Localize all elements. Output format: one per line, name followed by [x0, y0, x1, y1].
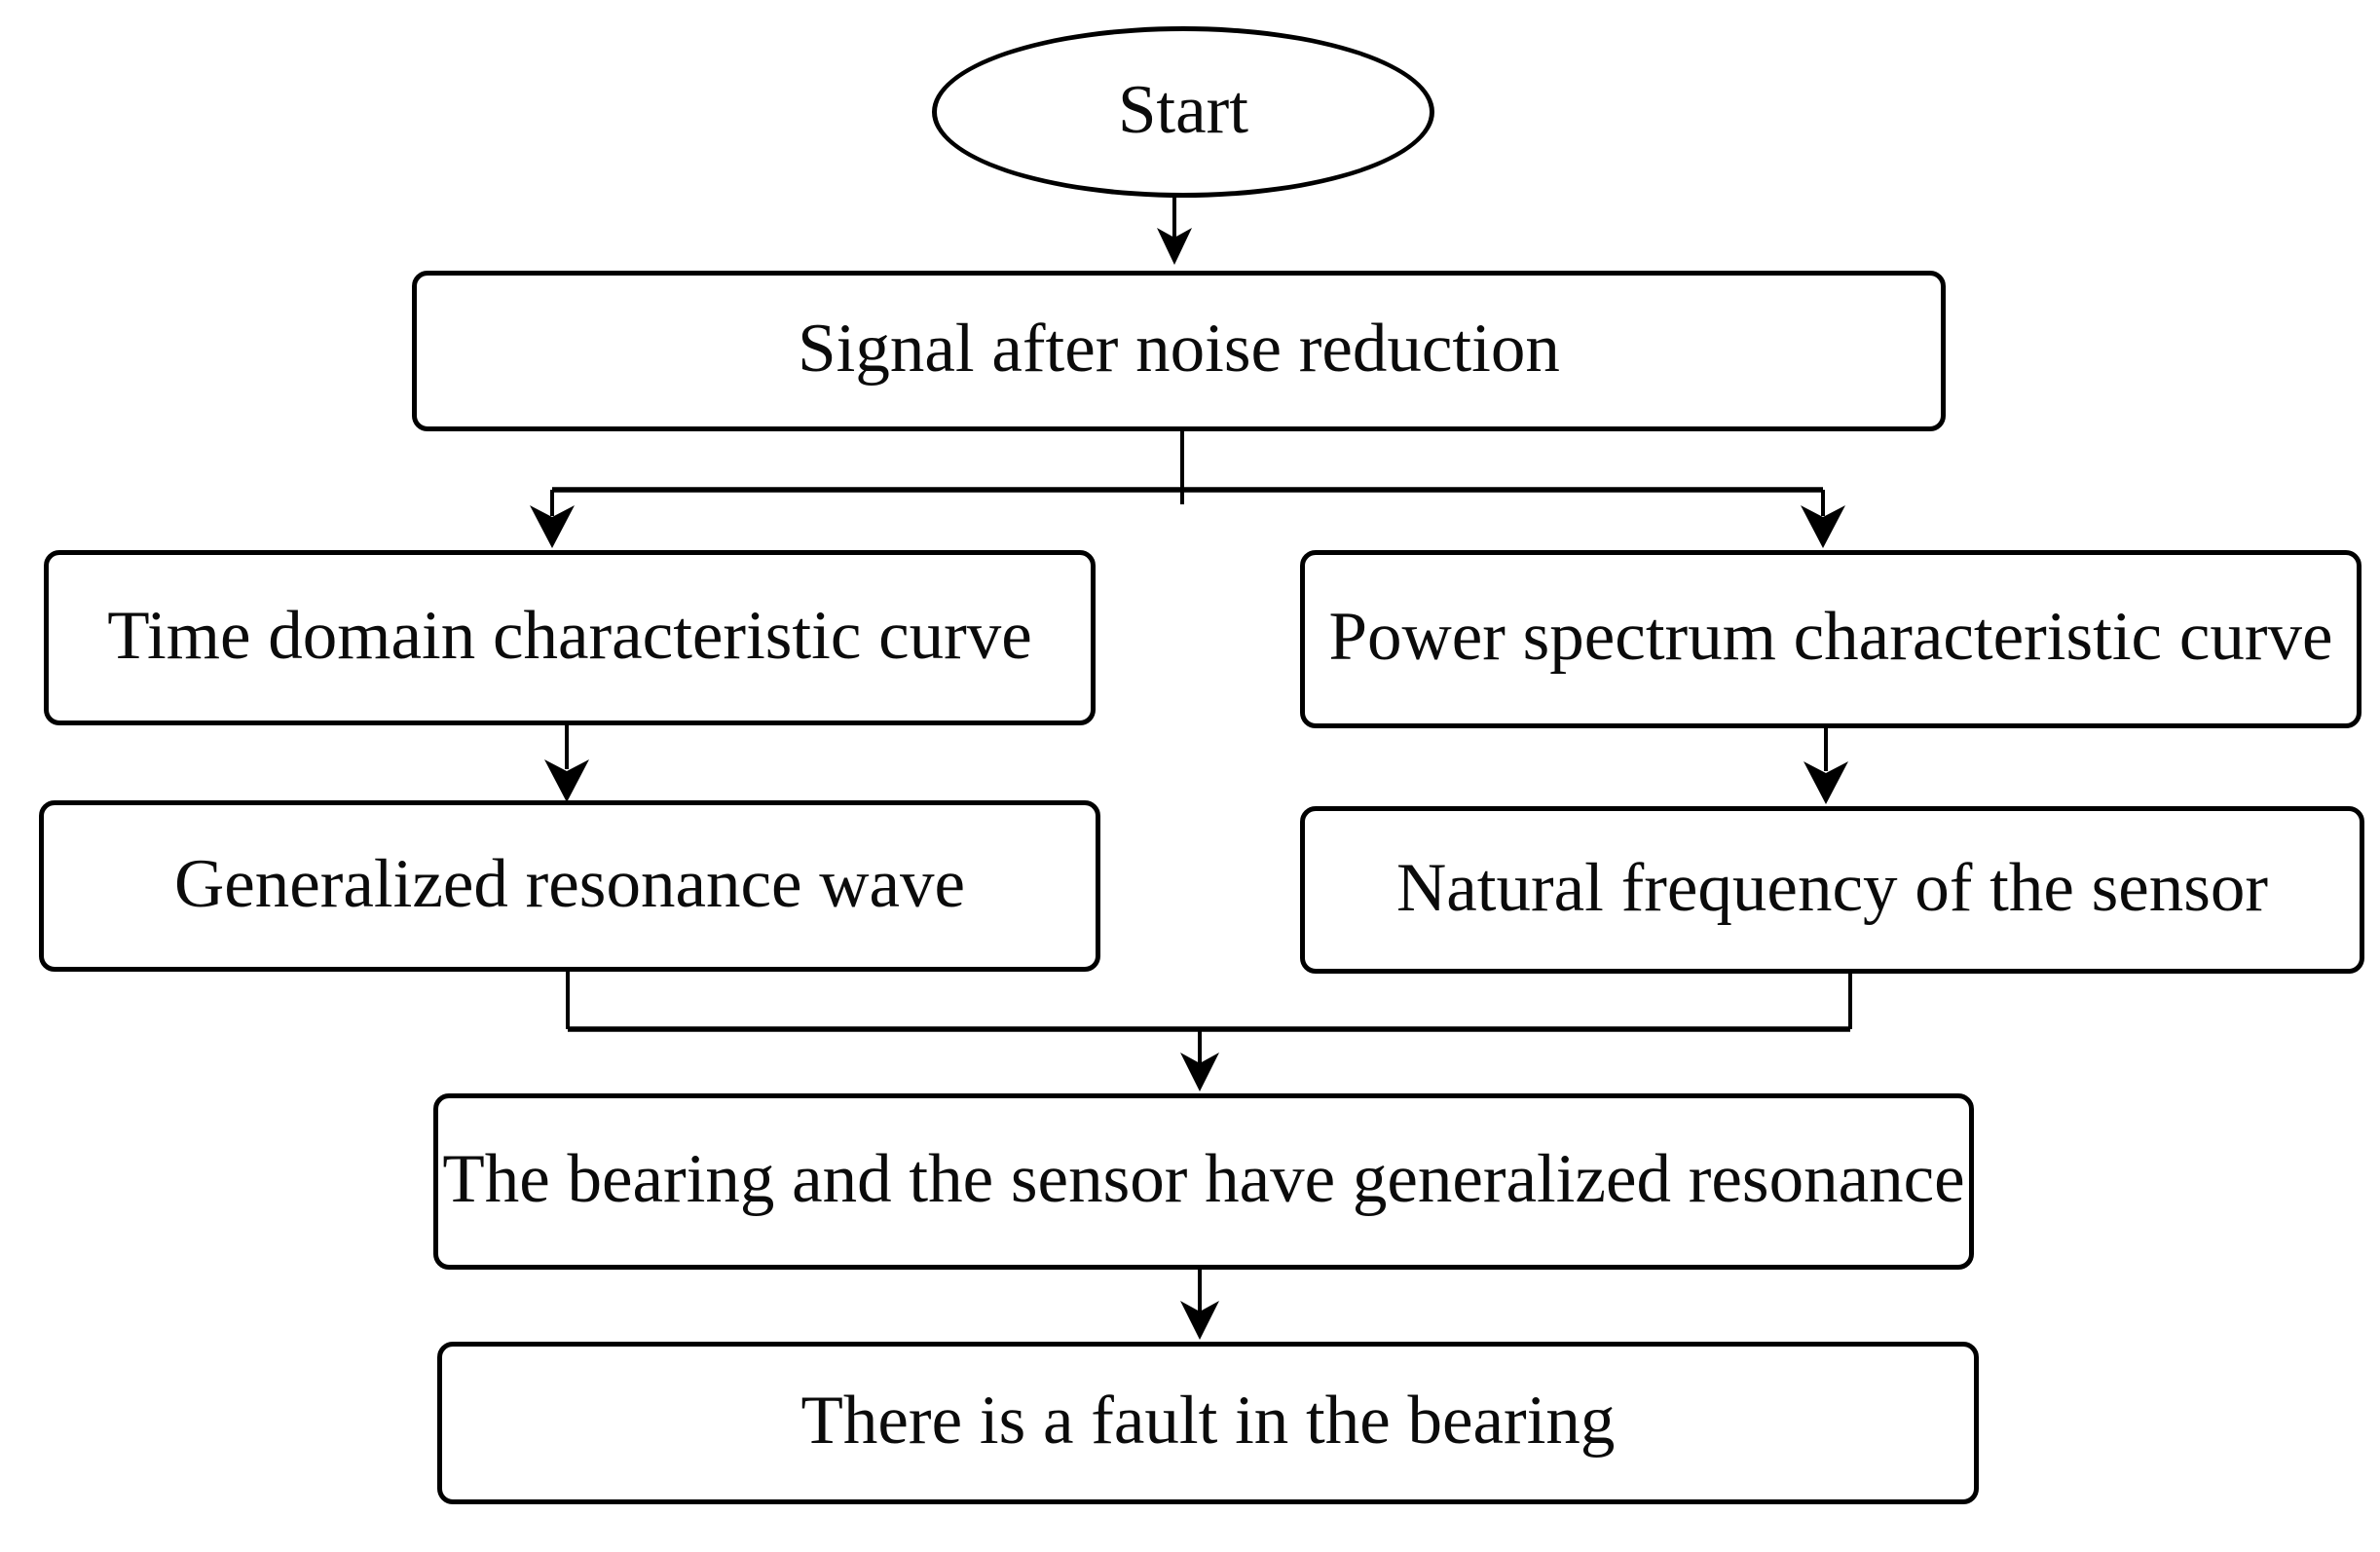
node-power-spectrum-curve: Power spectrum characteristic curve: [1300, 550, 2361, 728]
node-natfreq-label: Natural frequency of the sensor: [1395, 849, 2269, 926]
node-power-label: Power spectrum characteristic curve: [1328, 599, 2333, 675]
node-time-domain-curve: Time domain characteristic curve: [44, 550, 1096, 725]
node-generalized-resonance-result: The bearing and the sensor have generali…: [433, 1093, 1974, 1270]
arrowhead-start-signal: [1157, 228, 1192, 265]
node-signal-after-noise-reduction: Signal after noise reduction: [412, 271, 1946, 431]
node-genwave-label: Generalized resonance wave: [173, 845, 966, 922]
arrowhead-resonance-fault: [1180, 1301, 1219, 1340]
node-fault-label: There is a fault in the bearing: [800, 1383, 1616, 1459]
node-bearing-fault-conclusion: There is a fault in the bearing: [437, 1342, 1979, 1504]
arrowhead-power-natfreq: [1804, 761, 1848, 804]
arrowhead-branch-power: [1801, 505, 1845, 548]
arrowhead-time-genwave: [544, 759, 589, 802]
node-merge-label: The bearing and the sensor have generali…: [442, 1141, 1965, 1217]
node-generalized-resonance-wave: Generalized resonance wave: [39, 800, 1100, 972]
node-start: Start: [932, 26, 1434, 198]
node-start-label: Start: [1117, 71, 1249, 148]
node-time-label: Time domain characteristic curve: [107, 597, 1032, 674]
arrowhead-branch-time: [530, 505, 575, 548]
arrowhead-merge-resonance: [1180, 1053, 1219, 1091]
node-signal-label: Signal after noise reduction: [798, 311, 1560, 387]
node-natural-frequency-sensor: Natural frequency of the sensor: [1300, 806, 2364, 974]
